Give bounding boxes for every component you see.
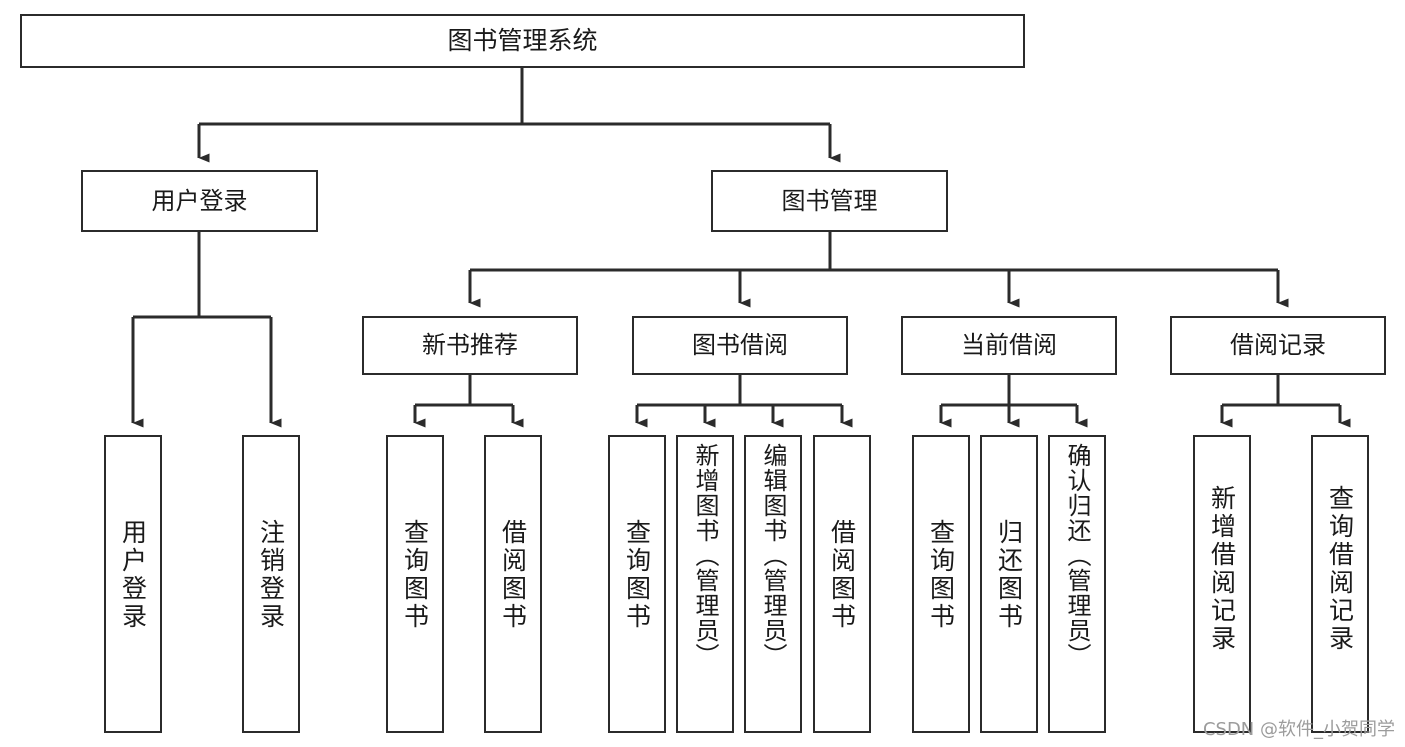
leaf-record-add-record[interactable]: 新增借阅记录 xyxy=(1193,435,1251,733)
node-label: 借阅图书 xyxy=(827,519,857,631)
leaf-recommend-borrow-book[interactable]: 借阅图书 xyxy=(484,435,542,733)
node-borrow-record[interactable]: 借阅记录 xyxy=(1170,316,1386,375)
node-root-system[interactable]: 图书管理系统 xyxy=(20,14,1025,68)
node-label: 图书借阅 xyxy=(692,331,788,360)
node-label: 查询借阅记录 xyxy=(1325,485,1355,653)
leaf-user-login-logout[interactable]: 注销登录 xyxy=(242,435,300,733)
leaf-borrow-add-book-admin[interactable]: 新增图书（管理员） xyxy=(676,435,734,733)
node-current-borrow[interactable]: 当前借阅 xyxy=(901,316,1117,375)
node-label: 图书管理系统 xyxy=(447,26,598,56)
node-new-book-recommend[interactable]: 新书推荐 xyxy=(362,316,578,375)
node-label: 新书推荐 xyxy=(422,331,518,360)
node-book-management[interactable]: 图书管理 xyxy=(711,170,948,232)
leaf-current-confirm-return-admin[interactable]: 确认归还（管理员） xyxy=(1048,435,1106,733)
leaf-current-return-book[interactable]: 归还图书 xyxy=(980,435,1038,733)
leaf-borrow-query-book[interactable]: 查询图书 xyxy=(608,435,666,733)
node-label: 图书管理 xyxy=(781,186,878,215)
leaf-record-query-record[interactable]: 查询借阅记录 xyxy=(1311,435,1369,733)
node-label: 当前借阅 xyxy=(961,331,1057,360)
node-label: 编辑图书（管理员） xyxy=(759,443,787,668)
node-label: 新增图书（管理员） xyxy=(691,443,719,668)
node-label: 用户登录 xyxy=(118,519,148,631)
node-label: 查询图书 xyxy=(926,519,956,631)
node-user-login[interactable]: 用户登录 xyxy=(81,170,318,232)
node-label: 查询图书 xyxy=(400,519,430,631)
node-label: 借阅记录 xyxy=(1230,331,1326,360)
watermark-text: CSDN @软件_小贺同学 xyxy=(1202,719,1395,740)
leaf-recommend-query-book[interactable]: 查询图书 xyxy=(386,435,444,733)
leaf-user-login-login[interactable]: 用户登录 xyxy=(104,435,162,733)
node-label: 用户登录 xyxy=(151,186,248,215)
node-label: 注销登录 xyxy=(256,519,286,631)
leaf-borrow-edit-book-admin[interactable]: 编辑图书（管理员） xyxy=(744,435,802,733)
node-label: 查询图书 xyxy=(622,519,652,631)
node-label: 确认归还（管理员） xyxy=(1063,443,1091,668)
leaf-current-query-book[interactable]: 查询图书 xyxy=(912,435,970,733)
leaf-borrow-borrow-book[interactable]: 借阅图书 xyxy=(813,435,871,733)
node-label: 借阅图书 xyxy=(498,519,528,631)
node-book-borrow[interactable]: 图书借阅 xyxy=(632,316,848,375)
node-label: 归还图书 xyxy=(994,519,1024,631)
node-label: 新增借阅记录 xyxy=(1207,485,1237,653)
